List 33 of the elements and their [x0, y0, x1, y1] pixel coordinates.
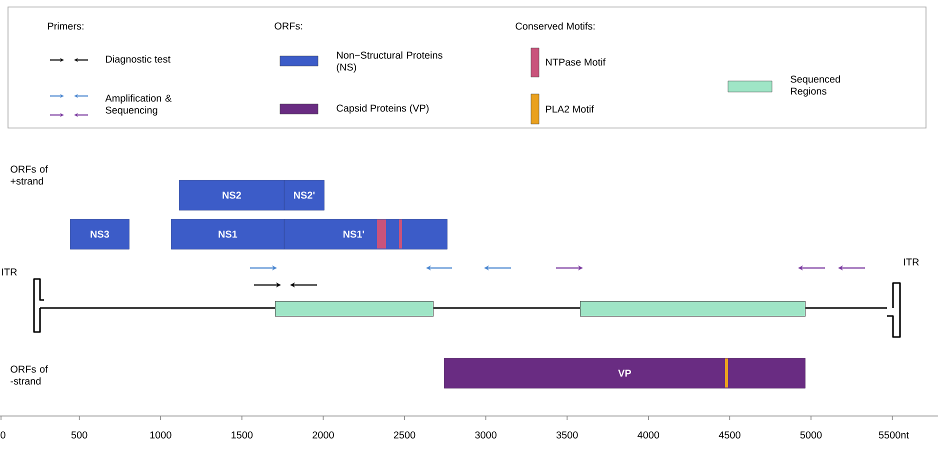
- legend-heading: Conserved Motifs:: [516, 22, 595, 30]
- tick-label: 3500: [556, 431, 578, 439]
- tick-label: 5000: [800, 431, 822, 439]
- strand-label: ORFs of -strand: [10, 365, 48, 385]
- legend-text: Sequenced Regions: [790, 75, 840, 97]
- tick-label: 4500: [718, 431, 740, 439]
- legend-text: Diagnostic test: [106, 55, 170, 65]
- region-box: [580, 301, 806, 317]
- tick-label: 1000: [150, 431, 172, 439]
- orf-box: NS3: [70, 219, 130, 250]
- orf-box: VP: [444, 358, 806, 388]
- tick-label: 1500: [232, 431, 253, 439]
- legend-text: Capsid Proteins (VP): [336, 104, 429, 114]
- itr-label: ITR: [2, 268, 17, 276]
- tick-label: 0: [0, 431, 6, 439]
- orf-box: NS1: [171, 219, 284, 250]
- legend-heading: ORFs:: [274, 22, 302, 30]
- legend-text: NTPase Motif: [546, 58, 606, 66]
- strand-label: ORFs of +strand: [10, 165, 48, 185]
- tick-label: 5500nt: [878, 431, 909, 439]
- orf-box: NS2': [284, 180, 324, 210]
- legend-text: PLA2 Motif: [546, 105, 594, 113]
- legend-text: Non−Structural Proteins (NS): [336, 51, 442, 73]
- legend-text: Amplification & Sequencing: [105, 94, 172, 116]
- tick-label: 4000: [638, 431, 660, 439]
- itr-label: ITR: [904, 258, 919, 266]
- orf-box: NS1': [284, 219, 448, 250]
- tick-label: 2500: [394, 431, 416, 439]
- tick-label: 500: [71, 431, 88, 439]
- tick-label: 3000: [475, 431, 496, 439]
- tick-label: 2000: [312, 431, 334, 439]
- region-box: [275, 301, 434, 317]
- legend-heading: Primers:: [48, 22, 84, 30]
